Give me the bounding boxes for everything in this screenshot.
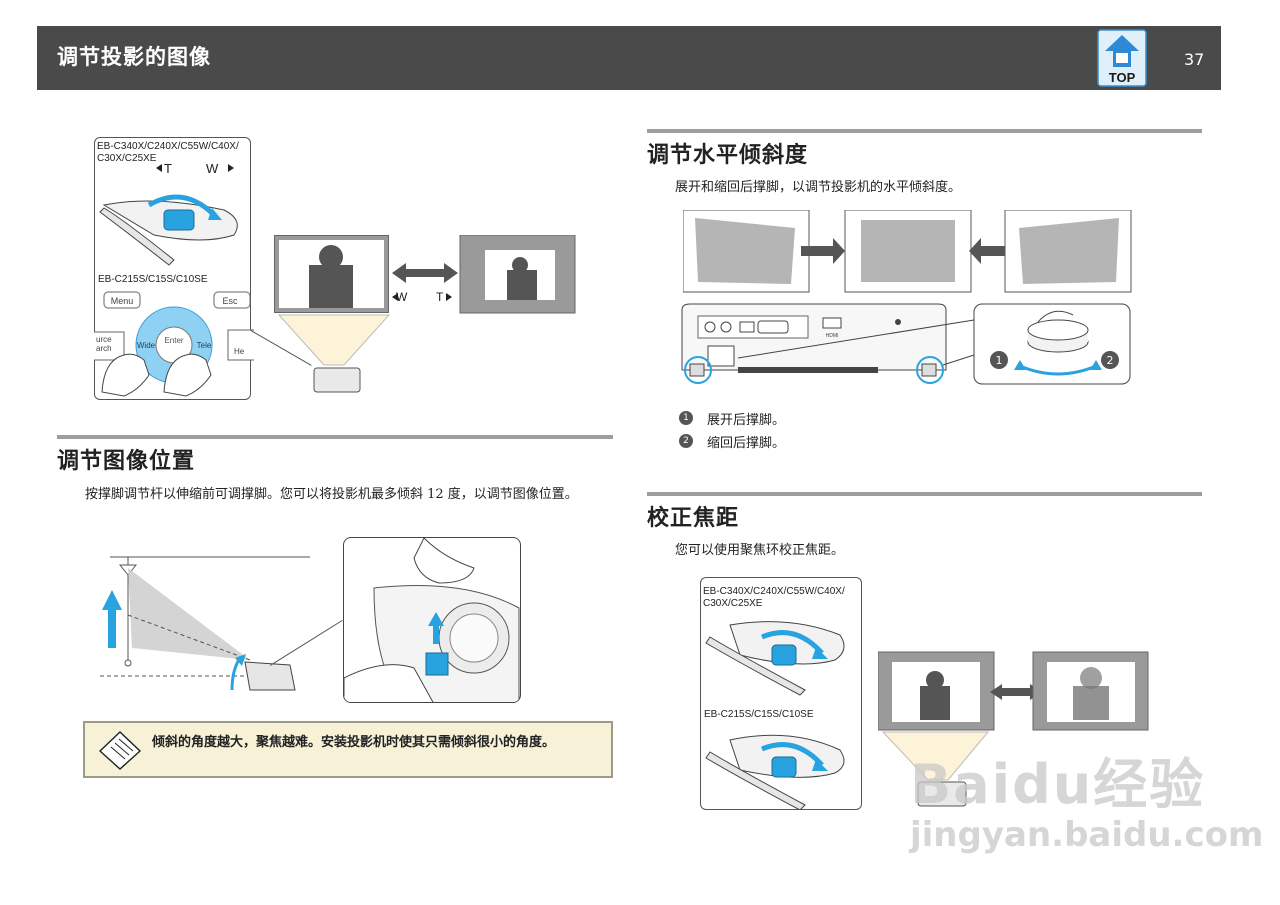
model-label-b: EB-C215S/C15S/C10SE xyxy=(98,274,208,285)
w-label: W xyxy=(206,161,219,176)
focus-ring-illustration: EB-C215S/C15S/C10SE xyxy=(704,621,845,810)
w-arrow-label: W xyxy=(396,290,408,304)
zoom-comparison-illustration: W T xyxy=(277,235,576,393)
wide-button-label: Wide xyxy=(137,341,156,350)
tilt-foot-detail xyxy=(343,537,521,703)
esc-button-label: Esc xyxy=(222,296,238,306)
section-title-focus: 校正焦距 xyxy=(647,506,740,531)
rear-foot-illustration: HDMI 1 2 xyxy=(681,303,1131,385)
top-button[interactable]: TOP xyxy=(1097,29,1147,87)
watermark-logo: Baidu经验 xyxy=(910,753,1206,816)
t-arrow-icon xyxy=(156,164,162,172)
tele-button-label: Tele xyxy=(197,341,212,350)
enter-button-label: Enter xyxy=(164,336,183,345)
up-arrow-icon xyxy=(102,590,122,610)
t-label: T xyxy=(164,161,172,176)
model-label-a: EB-C340X/C240X/C55W/C40X/ C30X/C25XE xyxy=(97,141,239,164)
menu-button-label: Menu xyxy=(111,296,134,306)
t-arrow-label: T xyxy=(436,290,444,304)
note-box xyxy=(83,721,613,778)
section-rule-focus xyxy=(647,492,1202,496)
note-text: 倾斜的角度越大，聚焦越难。安装投影机时使其只需倾斜很小的角度。 xyxy=(152,735,556,750)
top-label: TOP xyxy=(1109,70,1136,85)
w-arrow-icon xyxy=(228,164,234,172)
help-fragment-label: He xyxy=(234,347,245,356)
step-1-badge: 1 xyxy=(679,411,693,425)
rotate-arrow-icon xyxy=(147,194,216,217)
tilt-screens-illustration xyxy=(683,210,1132,293)
section-body-position: 按撑脚调节杆以伸缩前可调撑脚。您可以将投影机最多倾斜 12 度，以调节图像位置。 xyxy=(85,487,578,502)
foot-step-2-marker: 2 xyxy=(1107,354,1114,367)
note-pencil-icon xyxy=(98,731,142,770)
watermark-url: jingyan.baidu.com xyxy=(910,815,1264,855)
section-body-focus: 您可以使用聚焦环校正焦距。 xyxy=(675,543,845,558)
left-arrow-icon xyxy=(969,238,1013,264)
page-title: 调节投影的图像 xyxy=(57,45,211,69)
section-rule-position xyxy=(57,435,613,439)
section-body-tilt: 展开和缩回后撑脚，以调节投影机的水平倾斜度。 xyxy=(675,180,962,195)
lever-up-arrow-icon xyxy=(428,612,444,626)
foot-lever-illustration xyxy=(344,538,520,702)
focus-model-label-a: EB-C340X/C240X/C55W/C40X/ C30X/C25XE xyxy=(703,586,845,609)
page-number: 37 xyxy=(1184,50,1205,69)
focus-model-label-b: EB-C215S/C15S/C10SE xyxy=(704,709,814,720)
right-arrow-icon xyxy=(801,238,845,264)
top-icon: TOP xyxy=(1097,29,1147,87)
header-bar xyxy=(37,26,1221,90)
foot-step-1-marker: 1 xyxy=(996,354,1003,367)
focus-rotate-arrow-icon xyxy=(761,630,824,655)
section-rule-tilt xyxy=(647,129,1202,133)
focus-comparison-illustration xyxy=(878,651,1149,807)
section-title-tilt: 调节水平倾斜度 xyxy=(647,143,809,168)
tilt-diagram xyxy=(100,556,310,691)
hdmi-port-label: HDMI xyxy=(826,333,839,339)
section-title-position: 调节图像位置 xyxy=(57,449,196,474)
step-1-text: 展开后撑脚。 xyxy=(707,413,786,428)
step-2-text: 缩回后撑脚。 xyxy=(707,436,786,451)
step-2-badge: 2 xyxy=(679,434,693,448)
zoom-illustration: T W EB-C215S/C15S/C10SE Menu Esc Enter W… xyxy=(94,161,254,397)
